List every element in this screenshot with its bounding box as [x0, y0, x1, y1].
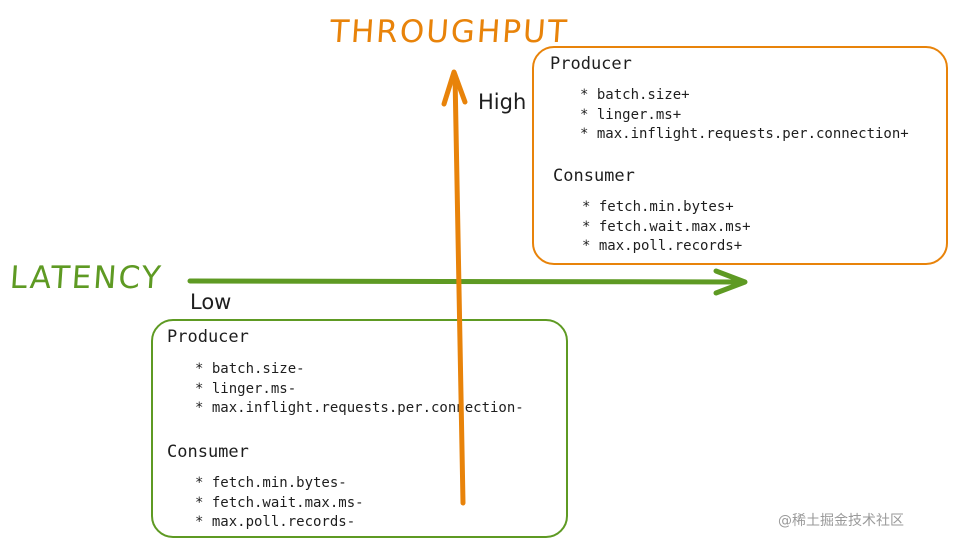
latency-consumer-list: fetch.min.bytes- fetch.wait.max.ms- max.…: [195, 474, 364, 533]
list-item: linger.ms-: [195, 380, 524, 400]
list-item: max.poll.records+: [582, 237, 751, 257]
list-item: fetch.min.bytes-: [195, 474, 364, 494]
throughput-high-label: High: [478, 90, 527, 114]
latency-arrow: [187, 268, 748, 296]
list-item: max.poll.records-: [195, 513, 364, 533]
throughput-producer-list: batch.size+ linger.ms+ max.inflight.requ…: [580, 86, 909, 145]
throughput-producer-title: Producer: [550, 54, 632, 74]
list-item: batch.size+: [580, 86, 909, 106]
throughput-consumer-list: fetch.min.bytes+ fetch.wait.max.ms+ max.…: [582, 198, 751, 257]
throughput-consumer-title: Consumer: [553, 166, 635, 186]
latency-low-box: Producer batch.size- linger.ms- max.infl…: [151, 319, 568, 538]
latency-low-label: Low: [190, 290, 232, 314]
latency-consumer-title: Consumer: [167, 442, 249, 462]
throughput-high-box: Producer batch.size+ linger.ms+ max.infl…: [532, 46, 948, 265]
watermark-text: @稀土掘金技术社区: [778, 513, 904, 529]
list-item: fetch.min.bytes+: [582, 198, 751, 218]
list-item: max.inflight.requests.per.connection+: [580, 125, 909, 145]
throughput-arrow: [441, 69, 468, 506]
list-item: fetch.wait.max.ms-: [195, 494, 364, 514]
list-item: batch.size-: [195, 360, 524, 380]
list-item: linger.ms+: [580, 106, 909, 126]
list-item: fetch.wait.max.ms+: [582, 218, 751, 238]
latency-producer-title: Producer: [167, 327, 249, 347]
list-item: max.inflight.requests.per.connection-: [195, 399, 524, 419]
latency-producer-list: batch.size- linger.ms- max.inflight.requ…: [195, 360, 524, 419]
